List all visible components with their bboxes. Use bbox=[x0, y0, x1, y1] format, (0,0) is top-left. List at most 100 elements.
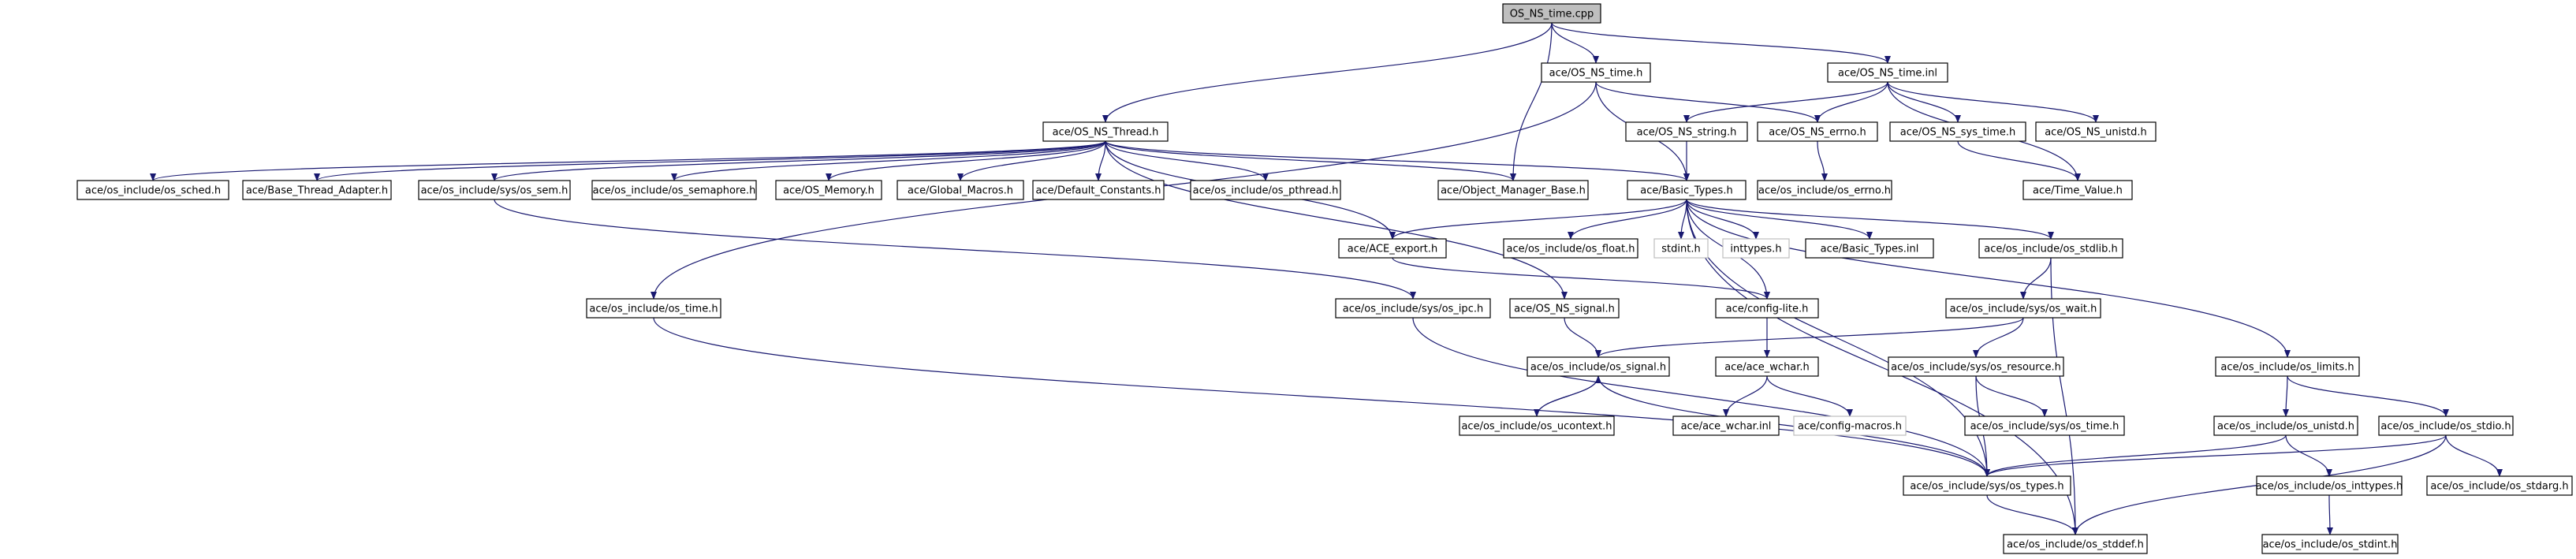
node-label: ace/os_include/os_errno.h bbox=[1758, 185, 1891, 197]
node-box bbox=[1715, 356, 1819, 377]
node-box bbox=[1964, 416, 2125, 436]
node-basic-types-inl[interactable]: ace/Basic_Types.inl bbox=[1805, 238, 1934, 259]
node-os-ipc[interactable]: ace/os_include/sys/os_ipc.h bbox=[1335, 298, 1491, 319]
node-os-limits[interactable]: ace/os_include/os_limits.h bbox=[2215, 356, 2360, 377]
node-ns-unistd-h[interactable]: ace/OS_NS_unistd.h bbox=[2035, 121, 2157, 142]
node-os-float[interactable]: ace/os_include/os_float.h bbox=[1503, 238, 1638, 259]
node-obj-mgr[interactable]: ace/Object_Manager_Base.h bbox=[1437, 180, 1589, 200]
node-basic-types[interactable]: ace/Basic_Types.h bbox=[1627, 180, 1747, 200]
node-box bbox=[2213, 416, 2358, 436]
node-label: ace/os_include/sys/os_types.h bbox=[1910, 481, 2063, 493]
node-label: ace/os_include/sys/os_wait.h bbox=[1950, 304, 2097, 315]
node-ns-sys-time-h[interactable]: ace/OS_NS_sys_time.h bbox=[1889, 121, 2026, 142]
node-inttypes-h: inttypes.h bbox=[1722, 238, 1790, 259]
node-os-sem[interactable]: ace/os_include/sys/os_sem.h bbox=[418, 180, 571, 200]
edge-os_types-to-os_stddef bbox=[1986, 494, 2078, 535]
node-ns-signal[interactable]: ace/OS_NS_signal.h bbox=[1509, 298, 1620, 319]
node-box bbox=[1190, 180, 1341, 200]
node-label: ace/OS_NS_errno.h bbox=[1769, 127, 1866, 139]
node-os-time[interactable]: ace/os_include/os_time.h bbox=[586, 298, 721, 319]
node-label: ace/os_include/os_unistd.h bbox=[2217, 421, 2354, 433]
node-os-stdlib[interactable]: ace/os_include/os_stdlib.h bbox=[1978, 238, 2123, 259]
node-time-value[interactable]: ace/Time_Value.h bbox=[2022, 180, 2133, 200]
node-os-stdint[interactable]: ace/os_include/os_stdint.h bbox=[2261, 534, 2399, 554]
node-ns-time-inl[interactable]: ace/OS_NS_time.inl bbox=[1827, 62, 1948, 83]
node-root[interactable]: OS_NS_time.cpp bbox=[1502, 3, 1601, 24]
edge-os_sem-to-os_ipc bbox=[494, 199, 1416, 300]
node-box bbox=[1888, 356, 2064, 377]
node-os-resource[interactable]: ace/os_include/sys/os_resource.h bbox=[1888, 356, 2064, 377]
node-os-memory[interactable]: ace/OS_Memory.h bbox=[775, 180, 882, 200]
node-ace-export[interactable]: ace/ACE_export.h bbox=[1338, 238, 1447, 259]
node-os-wait[interactable]: ace/os_include/sys/os_wait.h bbox=[1945, 298, 2101, 319]
node-box bbox=[418, 180, 571, 200]
edge-root-to-ns_time_h bbox=[1551, 22, 1599, 64]
edge-ns_time_inl-to-ns_unistd_h bbox=[1887, 81, 2099, 123]
edge-os_signal-to-os_types bbox=[1597, 375, 1990, 477]
node-label: ace/ACE_export.h bbox=[1348, 244, 1437, 255]
node-box bbox=[1625, 121, 1748, 142]
node-ns-string-h[interactable]: ace/OS_NS_string.h bbox=[1625, 121, 1748, 142]
node-box bbox=[1978, 238, 2123, 259]
node-config-lite[interactable]: ace/config-lite.h bbox=[1715, 298, 1819, 319]
edge-ns_sys_time_h-to-time_value bbox=[1957, 140, 2081, 181]
edge-ns_thread_h-to-os_pthread bbox=[1105, 140, 1269, 181]
node-stdint-h: stdint.h bbox=[1653, 238, 1709, 259]
edge-basic_types-to-inttypes_h bbox=[1686, 199, 1759, 240]
node-os-signal[interactable]: ace/os_include/os_signal.h bbox=[1527, 356, 1670, 377]
node-os-pthread[interactable]: ace/os_include/os_pthread.h bbox=[1190, 180, 1341, 200]
node-ace-wchar-h[interactable]: ace/ace_wchar.h bbox=[1715, 356, 1819, 377]
node-sys-os-time[interactable]: ace/os_include/sys/os_time.h bbox=[1964, 416, 2125, 436]
node-box bbox=[1627, 180, 1747, 200]
node-box bbox=[1827, 62, 1948, 83]
edge-os_ipc-to-os_types bbox=[1412, 317, 1990, 477]
node-label: ace/os_include/sys/os_time.h bbox=[1970, 421, 2119, 433]
node-base-thread[interactable]: ace/Base_Thread_Adapter.h bbox=[242, 180, 392, 200]
node-label: ace/OS_NS_unistd.h bbox=[2045, 127, 2147, 139]
edge-os_limits-to-os_stdio bbox=[2287, 375, 2449, 417]
node-default-const[interactable]: ace/Default_Constants.h bbox=[1032, 180, 1165, 200]
node-ns-time-h[interactable]: ace/OS_NS_time.h bbox=[1541, 62, 1651, 83]
node-os-inttypes[interactable]: ace/os_include/os_inttypes.h bbox=[2256, 475, 2403, 496]
node-label: stdint.h bbox=[1661, 244, 1700, 255]
node-box bbox=[1032, 180, 1165, 200]
node-os-semaphore[interactable]: ace/os_include/os_semaphore.h bbox=[591, 180, 757, 200]
node-label: ace/Basic_Types.h bbox=[1640, 185, 1732, 197]
edge-ns_thread_h-to-obj_mgr bbox=[1105, 140, 1516, 181]
node-ace-wchar-inl[interactable]: ace/ace_wchar.inl bbox=[1672, 416, 1780, 436]
node-os-ucontext[interactable]: ace/os_include/os_ucontext.h bbox=[1459, 416, 1615, 436]
node-os-stdio[interactable]: ace/os_include/os_stdio.h bbox=[2378, 416, 2514, 436]
node-os-stdarg[interactable]: ace/os_include/os_stdarg.h bbox=[2426, 475, 2573, 496]
node-label: ace/os_include/os_stddef.h bbox=[2007, 539, 2144, 551]
node-os-types[interactable]: ace/os_include/sys/os_types.h bbox=[1903, 475, 2071, 496]
node-box bbox=[1757, 121, 1878, 142]
node-box bbox=[1653, 238, 1709, 259]
node-label: ace/os_include/os_stdio.h bbox=[2380, 421, 2511, 433]
node-ns-errno-h[interactable]: ace/OS_NS_errno.h bbox=[1757, 121, 1878, 142]
node-box bbox=[1527, 356, 1670, 377]
node-label: ace/os_include/sys/os_resource.h bbox=[1891, 362, 2061, 374]
node-ns-thread-h[interactable]: ace/OS_NS_Thread.h bbox=[1042, 121, 1169, 142]
node-global-macros[interactable]: ace/Global_Macros.h bbox=[897, 180, 1024, 200]
edge-ns_thread_h-to-basic_types bbox=[1105, 140, 1690, 181]
node-box bbox=[591, 180, 757, 200]
node-box bbox=[1437, 180, 1589, 200]
edge-ns_thread_h-to-global_macros bbox=[957, 140, 1106, 181]
node-label: ace/Basic_Types.inl bbox=[1821, 244, 1919, 255]
node-box bbox=[76, 180, 229, 200]
edge-basic_types-to-os_limits bbox=[1686, 199, 2291, 358]
edge-ns_time_h-to-ns_errno_h bbox=[1595, 81, 1821, 123]
node-box bbox=[2378, 416, 2514, 436]
node-os-errno[interactable]: ace/os_include/os_errno.h bbox=[1757, 180, 1892, 200]
node-box bbox=[1042, 121, 1169, 142]
node-box bbox=[1757, 180, 1892, 200]
node-label: ace/os_include/os_ucontext.h bbox=[1461, 421, 1612, 433]
node-os-sched[interactable]: ace/os_include/os_sched.h bbox=[76, 180, 229, 200]
edge-ace_wchar_h-to-ace_wchar_inl bbox=[1723, 375, 1768, 417]
node-os-stddef[interactable]: ace/os_include/os_stddef.h bbox=[2003, 534, 2148, 554]
node-label: ace/Time_Value.h bbox=[2033, 185, 2123, 197]
node-label: ace/os_include/sys/os_sem.h bbox=[421, 185, 569, 197]
node-label: ace/OS_NS_time.h bbox=[1549, 68, 1643, 80]
node-label: ace/OS_NS_time.inl bbox=[1838, 68, 1937, 80]
node-os-unistd[interactable]: ace/os_include/os_unistd.h bbox=[2213, 416, 2358, 436]
